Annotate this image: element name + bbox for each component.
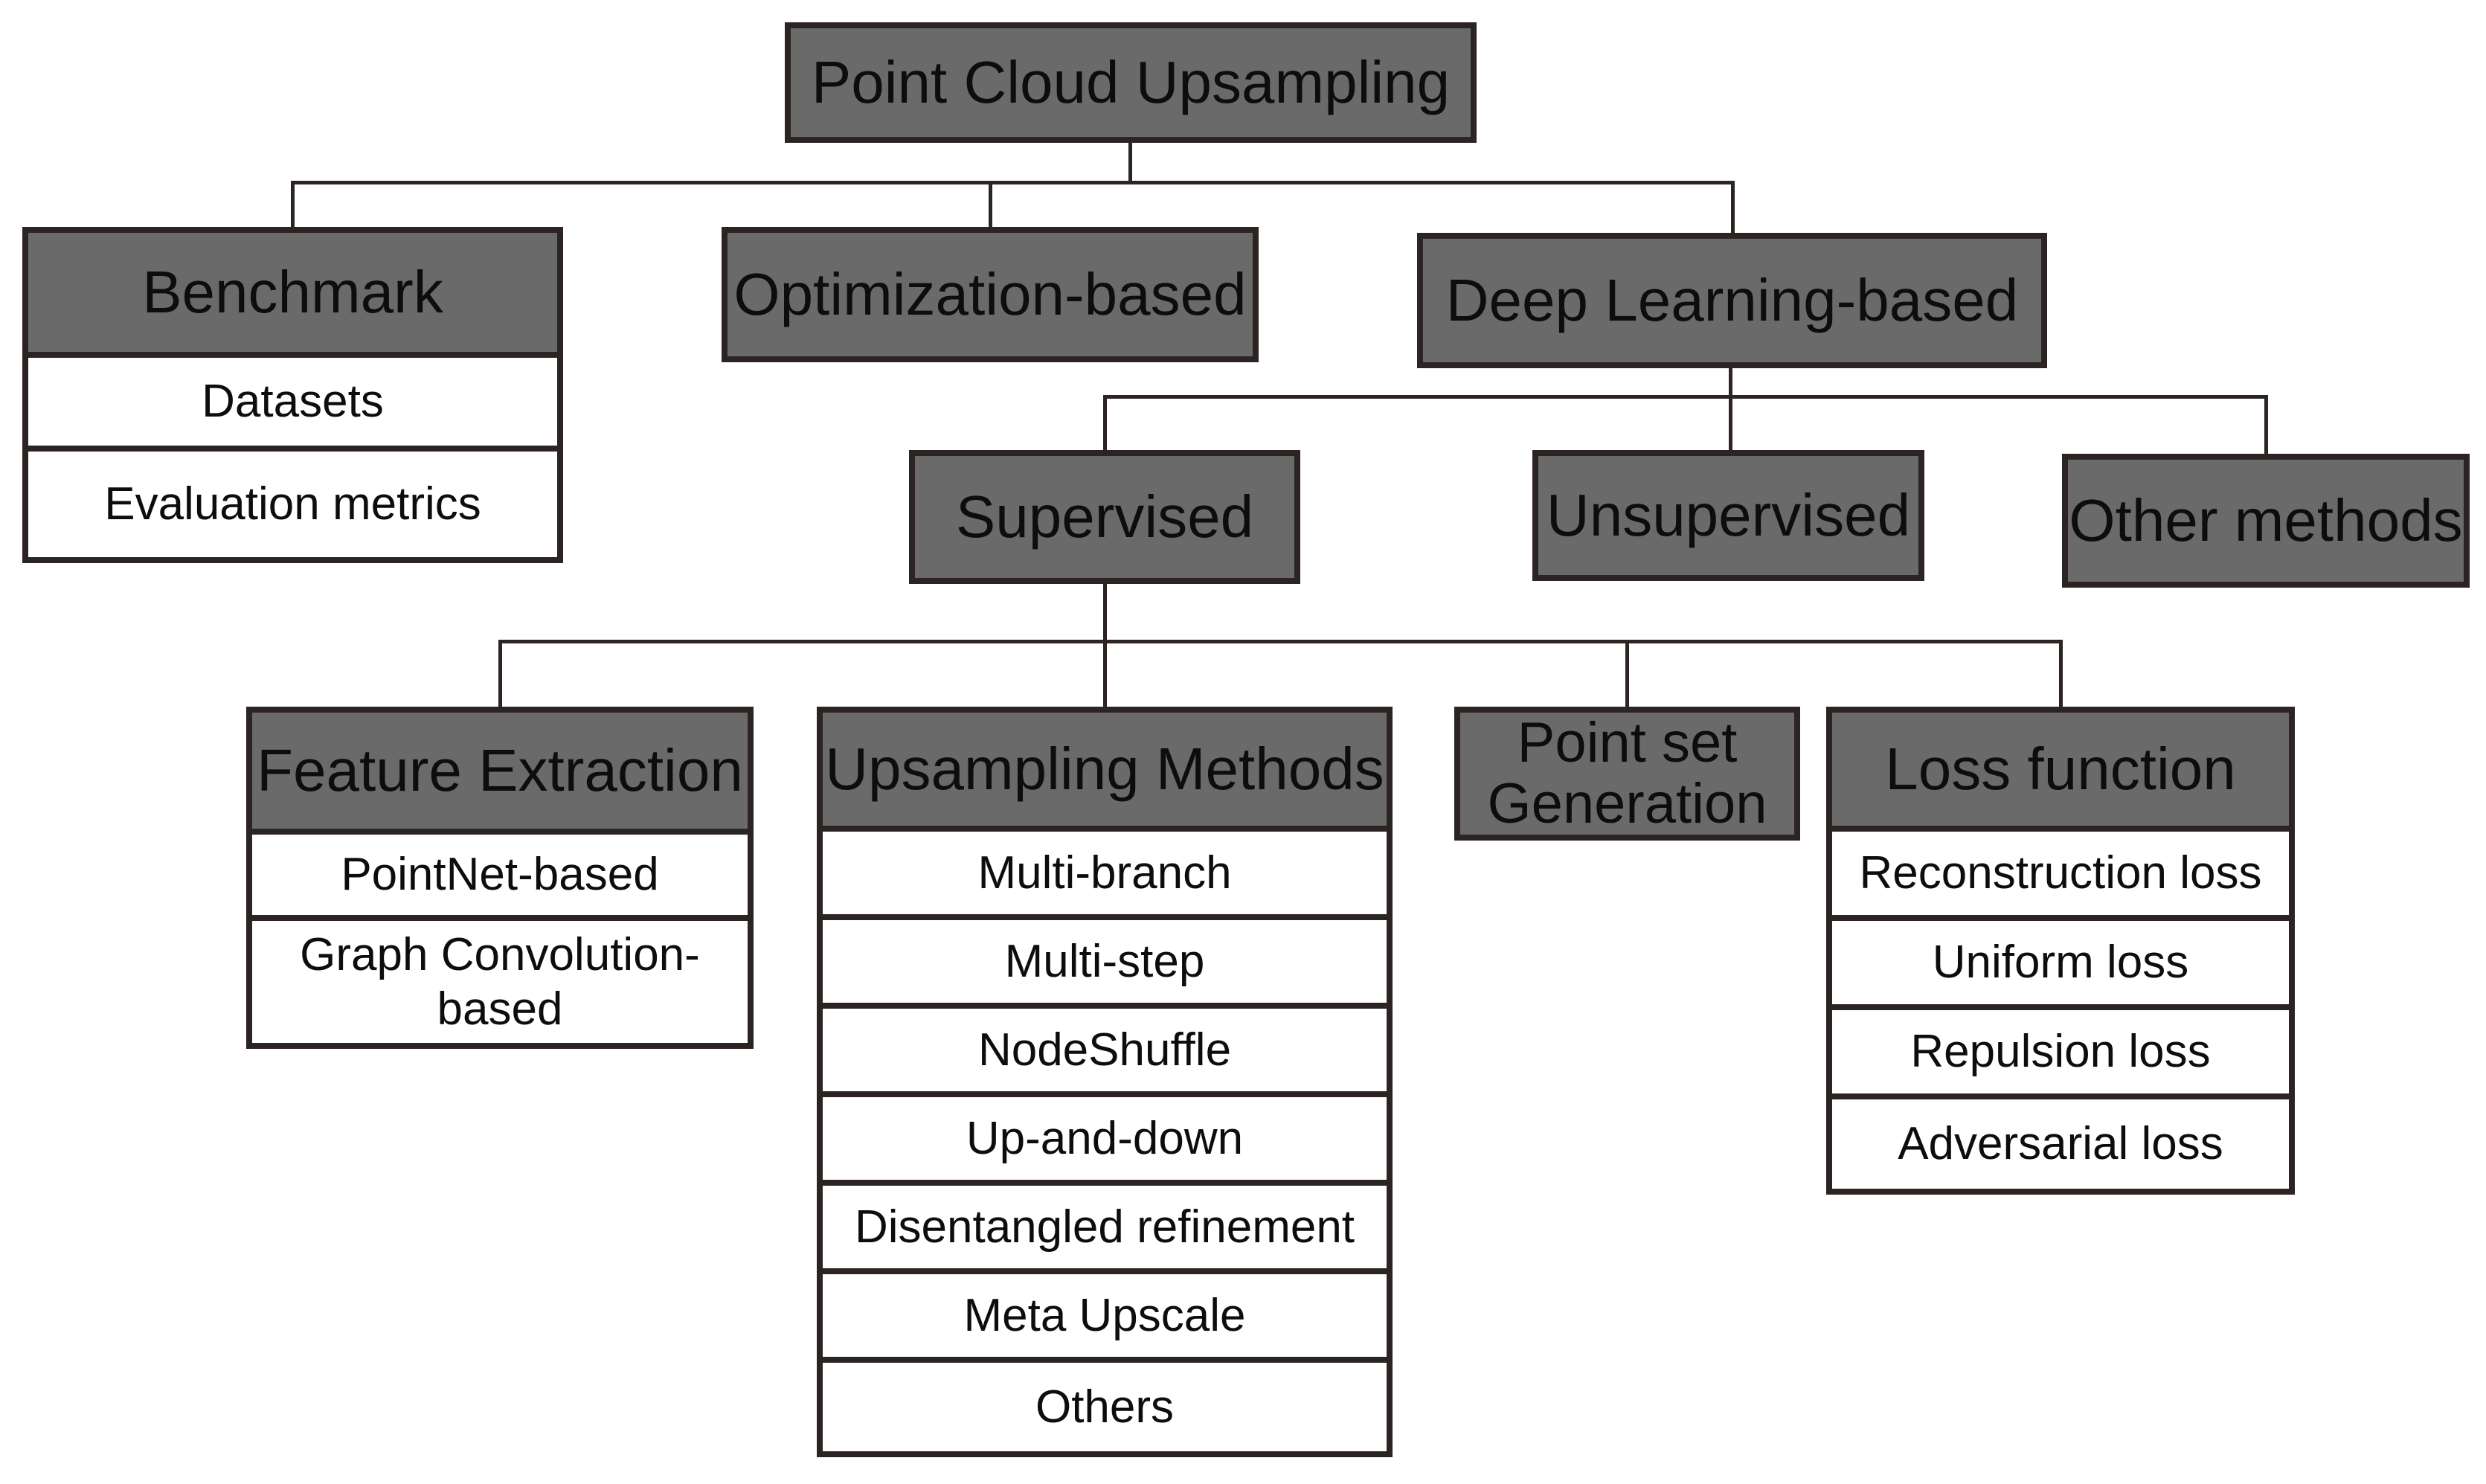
node-upsampling-methods-group: Upsampling Methods Multi-branch Multi-st… bbox=[817, 707, 1393, 1457]
loss-item-repulsion-loss: Repulsion loss bbox=[1832, 1010, 2289, 1099]
upsampling-item-up-and-down: Up-and-down bbox=[823, 1097, 1387, 1186]
node-point-set-generation: Point set Generation bbox=[1454, 707, 1800, 841]
connector-point-set-generation-drop bbox=[1625, 640, 1629, 710]
upsampling-item-disentangled-refinement: Disentangled refinement bbox=[823, 1186, 1387, 1274]
upsampling-item-meta-upscale: Meta Upscale bbox=[823, 1274, 1387, 1363]
connector-benchmark-drop bbox=[291, 181, 295, 230]
node-deep-learning-based: Deep Learning-based bbox=[1417, 233, 2047, 368]
node-point-cloud-upsampling: Point Cloud Upsampling bbox=[785, 22, 1477, 143]
node-supervised: Supervised bbox=[909, 450, 1300, 584]
loss-item-uniform-loss: Uniform loss bbox=[1832, 921, 2289, 1010]
benchmark-item-evaluation-metrics: Evaluation metrics bbox=[28, 452, 557, 557]
node-feature-extraction: Feature Extraction bbox=[252, 713, 748, 835]
connector-level4-bus bbox=[500, 640, 2061, 643]
node-unsupervised: Unsupervised bbox=[1532, 450, 1924, 581]
feature-extraction-item-pointnet-based: PointNet-based bbox=[252, 835, 748, 921]
connector-supervised-drop bbox=[1103, 395, 1107, 453]
node-feature-extraction-group: Feature Extraction PointNet-based Graph … bbox=[246, 707, 754, 1049]
connector-supervised-to-bus bbox=[1103, 582, 1107, 710]
connector-feature-extraction-drop bbox=[498, 640, 502, 710]
upsampling-item-others: Others bbox=[823, 1363, 1387, 1451]
connector-deep-learning-to-bus bbox=[1729, 367, 1732, 453]
connector-loss-function-drop bbox=[2059, 640, 2063, 710]
node-loss-function-group: Loss function Reconstruction loss Unifor… bbox=[1826, 707, 2295, 1195]
node-upsampling-methods: Upsampling Methods bbox=[823, 713, 1387, 832]
connector-level3-bus bbox=[1105, 395, 2266, 399]
connector-level2-bus bbox=[292, 181, 1733, 184]
connector-other-methods-drop bbox=[2264, 395, 2268, 457]
connector-deep-learning-drop bbox=[1731, 181, 1735, 236]
loss-item-reconstruction-loss: Reconstruction loss bbox=[1832, 832, 2289, 921]
node-other-methods: Other methods bbox=[2062, 454, 2470, 588]
upsampling-item-nodeshuffle: NodeShuffle bbox=[823, 1009, 1387, 1097]
feature-extraction-item-graph-convolution-based: Graph Convolution-based bbox=[252, 921, 748, 1043]
node-optimization-based: Optimization-based bbox=[722, 227, 1259, 362]
benchmark-item-datasets: Datasets bbox=[28, 358, 557, 452]
upsampling-item-multi-branch: Multi-branch bbox=[823, 832, 1387, 920]
connector-root-drop bbox=[1128, 141, 1132, 184]
upsampling-item-multi-step: Multi-step bbox=[823, 920, 1387, 1009]
connector-optimization-drop bbox=[989, 181, 992, 230]
loss-item-adversarial-loss: Adversarial loss bbox=[1832, 1099, 2289, 1189]
node-benchmark: Benchmark bbox=[28, 233, 557, 358]
node-benchmark-group: Benchmark Datasets Evaluation metrics bbox=[22, 227, 563, 563]
node-loss-function: Loss function bbox=[1832, 713, 2289, 832]
